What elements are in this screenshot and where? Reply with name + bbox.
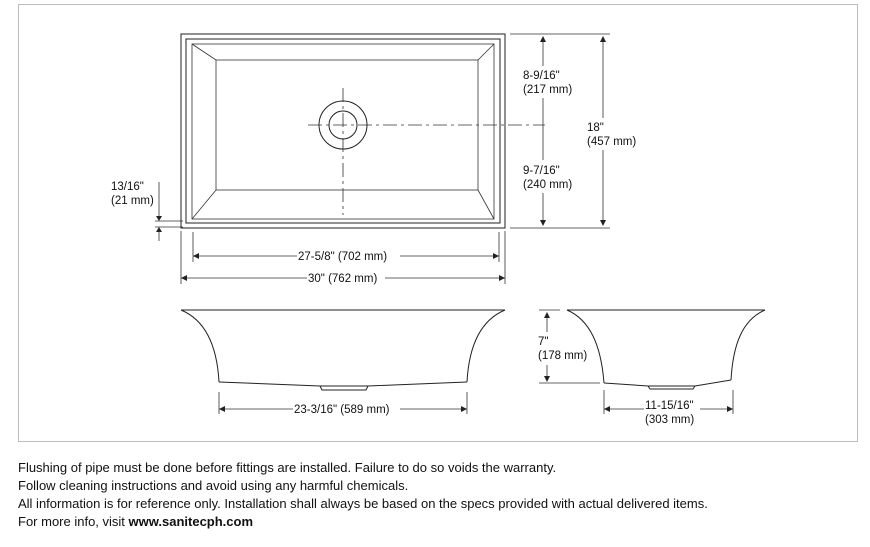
width-dimensions: 27-5/8" (702 mm) 30" (762 mm): [180, 231, 506, 285]
front-top-in-label: 8-9/16": [523, 70, 560, 82]
side-bottom-mm-label: (303 mm): [645, 414, 694, 426]
total-depth-mm-label: (457 mm): [587, 136, 636, 148]
note-reference: All information is for reference only. I…: [18, 496, 708, 511]
sink-outer-rim: [180, 33, 506, 229]
total-depth-in-label: 18": [587, 122, 604, 134]
rim-in-label: 13/16": [111, 181, 144, 193]
outer-width-label: 30" (762 mm): [308, 273, 377, 285]
note-more-info: For more info, visit www.sanitecph.com: [18, 513, 858, 531]
depth-dimensions: 8-9/16" (217 mm) 9-7/16" (240 mm) 18" (4…: [510, 33, 636, 229]
front-top-mm-label: (217 mm): [523, 84, 572, 96]
bottom-width-label: 23-3/16" (589 mm): [294, 404, 390, 416]
website-link[interactable]: www.sanitecph.com: [128, 514, 254, 529]
note-flushing: Flushing of pipe must be done before fit…: [18, 460, 557, 475]
top-view: [180, 33, 545, 229]
front-bottom-mm-label: (240 mm): [523, 179, 572, 191]
note-more-info-prefix: For more info, visit: [18, 514, 129, 529]
height-in-label: 7": [538, 336, 548, 348]
diagram-frame: [18, 4, 858, 442]
front-elevation: 23-3/16" (589 mm): [180, 309, 506, 416]
height-mm-label: (178 mm): [538, 350, 587, 362]
notes-block: Flushing of pipe must be done before fit…: [18, 459, 858, 531]
note-cleaning: Follow cleaning instructions and avoid u…: [18, 478, 409, 493]
rim-dimension: 13/16" (21 mm): [111, 181, 183, 241]
side-bottom-in-label: 11-15/16": [645, 400, 694, 412]
front-bottom-in-label: 9-7/16": [523, 165, 560, 177]
rim-mm-label: (21 mm): [111, 195, 154, 207]
inner-width-label: 27-5/8" (702 mm): [298, 251, 387, 263]
sink-rim-inner: [185, 38, 501, 224]
bowl-top-edge: [191, 43, 495, 220]
side-elevation: 7" (178 mm) 11-15/16" (303 mm): [538, 309, 766, 426]
